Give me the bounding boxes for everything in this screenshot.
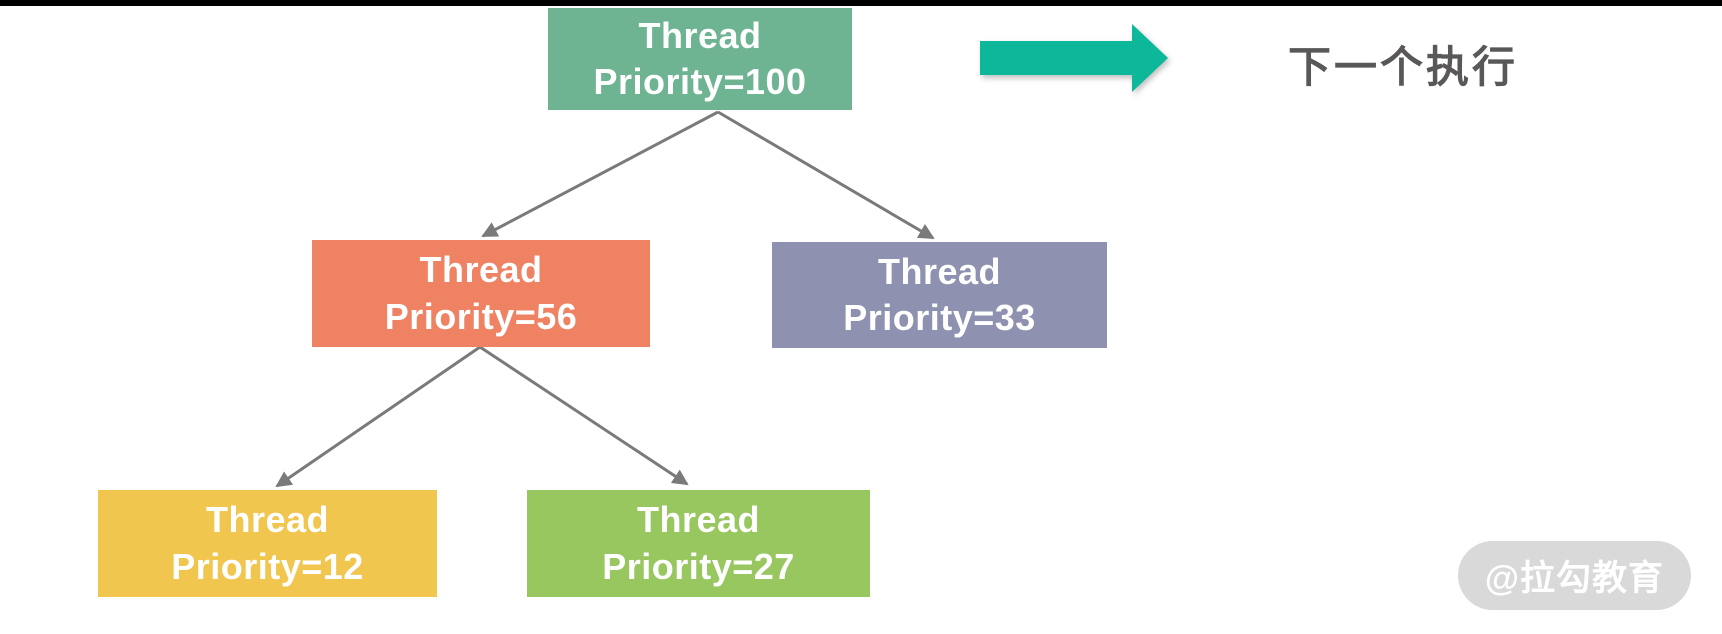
node-label-line1: Thread (419, 249, 543, 291)
node-label-line1: Thread (877, 250, 1002, 292)
node-label-line2: Priority=27 (602, 545, 795, 587)
watermark-badge: @拉勾教育 (1458, 541, 1691, 610)
next-execute-arrow-icon (980, 24, 1168, 92)
edge-root-to-left (481, 110, 719, 238)
node-label-line2: Priority=12 (171, 545, 364, 587)
node-label-line2: Priority=33 (843, 297, 1036, 338)
watermark-text: @拉勾教育 (1484, 559, 1665, 598)
node-label-line1: Thread (205, 499, 330, 541)
edge-root-to-right (717, 110, 935, 240)
next-execute-label: 下一个执行 (1288, 44, 1518, 92)
node-label-line1: Thread (638, 14, 762, 56)
edge-left-to-leftright (479, 345, 689, 486)
node-label-line2: Priority=56 (384, 295, 578, 337)
tree-node-priority-12: Thread Priority=12 (98, 490, 437, 597)
node-label-line1: Thread (636, 499, 761, 541)
arrow-shape (980, 24, 1168, 92)
tree-node-priority-100: Thread Priority=100 (548, 8, 852, 110)
tree-node-priority-56: Thread Priority=56 (312, 240, 650, 347)
tree-node-priority-33: Thread Priority=33 (772, 242, 1107, 348)
node-label-line2: Priority=100 (593, 61, 807, 102)
tree-node-priority-27: Thread Priority=27 (527, 490, 870, 597)
edge-left-to-leftleft (275, 345, 481, 488)
top-black-bar (0, 0, 1722, 6)
